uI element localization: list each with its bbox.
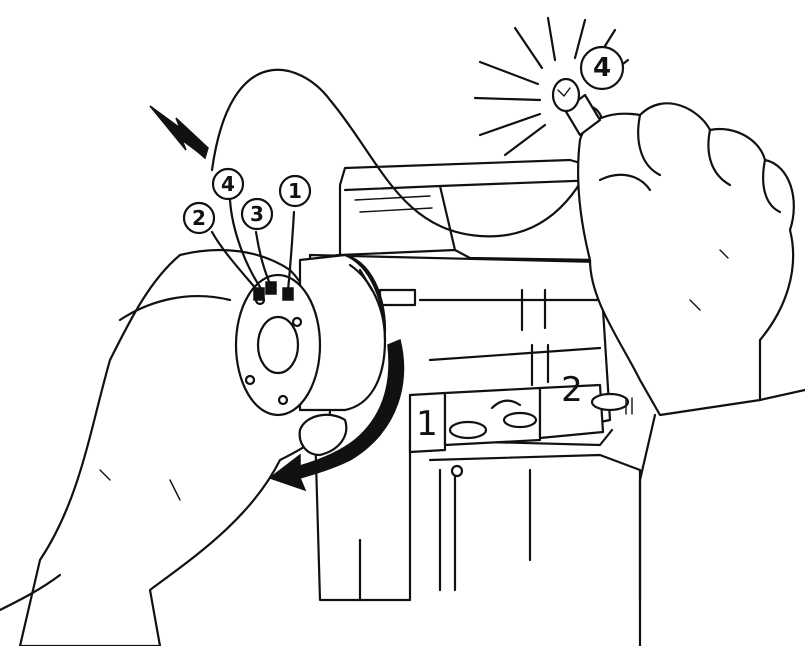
lamp-callout-4: 4 [593,53,611,83]
lead-callout-4: 4 [221,172,235,196]
cam-position-1-label: 1 [416,404,438,444]
lead-callout-3: 3 [250,202,264,226]
cam-position-2-label: 2 [561,370,583,410]
right-hand [578,103,805,646]
lead-callout-2: 2 [192,206,206,230]
lead-callout-1: 1 [288,179,302,203]
lightning-bolt-icon [150,106,208,158]
